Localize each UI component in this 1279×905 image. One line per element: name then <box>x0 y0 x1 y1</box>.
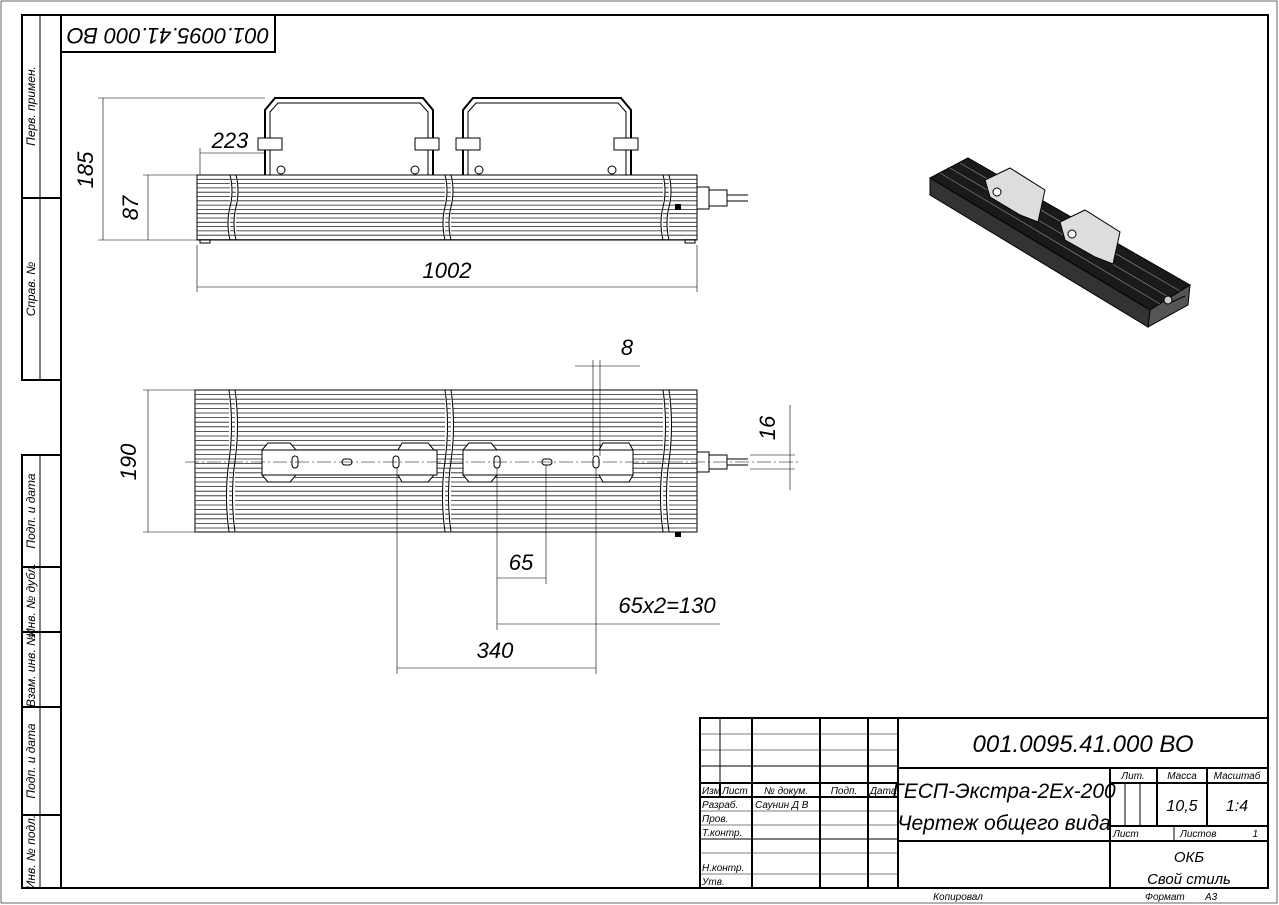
plan-view <box>185 389 800 537</box>
dim-190: 190 <box>116 443 141 480</box>
stamp-code: 001.0095.41.000 ВО <box>67 23 270 48</box>
plan-view-dimensions: 190 16 8 65 65x2=130 340 <box>116 335 795 674</box>
mass-value: 10,5 <box>1166 798 1197 815</box>
dim-8: 8 <box>621 335 634 360</box>
side-view-dimensions: 1002 87 185 223 <box>73 97 698 292</box>
format-value: А3 <box>1204 892 1218 903</box>
title-name-line1: ГЕСП-Экстра-2Ех-200 <box>892 780 1116 803</box>
margin-label: Подп. и дата <box>24 473 38 548</box>
margin-label: Инв. № подл. <box>24 815 38 889</box>
title-block: 001.0095.41.000 ВО ГЕСП-Экстра-2Ех-200 Ч… <box>699 717 1268 903</box>
header-list: Лист <box>721 786 748 797</box>
margin-label: Справ. № <box>24 262 38 317</box>
mass-label: Масса <box>1167 771 1197 782</box>
scale-label: Масштаб <box>1214 770 1261 782</box>
lit-label: Лит. <box>1120 771 1144 782</box>
role-developer: Разраб. <box>702 799 738 811</box>
dim-65: 65 <box>509 550 534 575</box>
copied-label: Копировал <box>933 892 983 903</box>
sheet-label: Лист <box>1112 829 1139 840</box>
drawing-frame <box>60 14 1269 889</box>
role-norm-control: Н.контр. <box>702 863 744 874</box>
isometric-view <box>928 157 1191 328</box>
dim-16: 16 <box>755 415 780 440</box>
role-checker: Пров. <box>702 814 728 825</box>
org-line2: Свой стиль <box>1147 871 1231 888</box>
dim-185: 185 <box>73 151 98 188</box>
dim-223: 223 <box>211 128 249 153</box>
role-tech-control: Т.контр. <box>702 828 742 839</box>
designation-stamp: 001.0095.41.000 ВО <box>61 15 276 53</box>
header-doc: № докум. <box>764 786 808 797</box>
side-view <box>196 97 748 244</box>
margin-label: Перв. примен. <box>24 66 38 146</box>
dim-1002: 1002 <box>423 258 472 283</box>
dim-340: 340 <box>477 638 514 663</box>
margin-label: Подп. и дата <box>24 723 38 798</box>
dim-87: 87 <box>118 195 143 220</box>
header-izm: Изм <box>702 786 721 797</box>
title-designation: 001.0095.41.000 ВО <box>973 731 1194 758</box>
format-label: Формат <box>1145 892 1185 903</box>
sheets-label: Листов <box>1179 829 1216 840</box>
margin-label: Инв. № дубл. <box>24 563 38 637</box>
developer-name: Саунин Д В <box>755 800 809 811</box>
role-approved: Утв. <box>701 877 725 888</box>
sheets-value: 1 <box>1252 829 1258 840</box>
title-name-line2: Чертеж общего вида <box>897 812 1110 835</box>
dim-65x2-130: 65x2=130 <box>618 593 716 618</box>
margin-label: Взам. инв. № <box>24 633 38 707</box>
left-margin-strip: Перв. примен. Справ. № Подп. и дата Инв.… <box>21 14 62 889</box>
org-line1: ОКБ <box>1174 849 1205 866</box>
scale-value: 1:4 <box>1226 798 1248 815</box>
header-date: Дата <box>869 786 897 797</box>
header-sign: Подп. <box>831 786 858 797</box>
